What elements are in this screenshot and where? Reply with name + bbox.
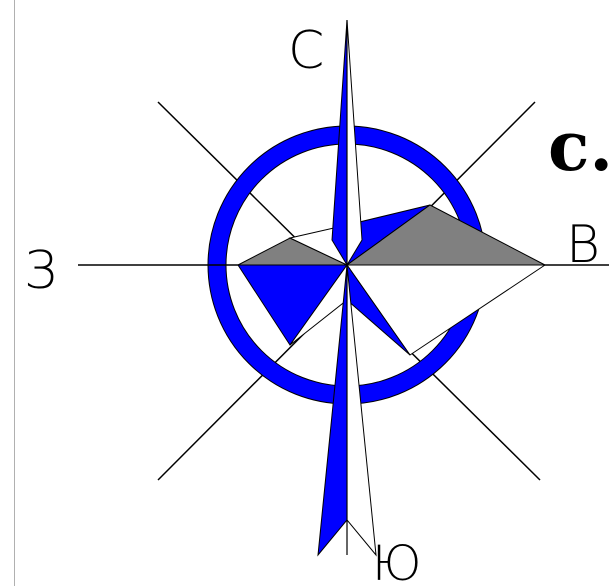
label-west: З	[24, 241, 57, 301]
label-north: С	[288, 21, 324, 81]
label-south: Ю	[372, 536, 421, 586]
label-east: В	[566, 215, 600, 275]
heading-fragment: с.	[548, 107, 609, 187]
